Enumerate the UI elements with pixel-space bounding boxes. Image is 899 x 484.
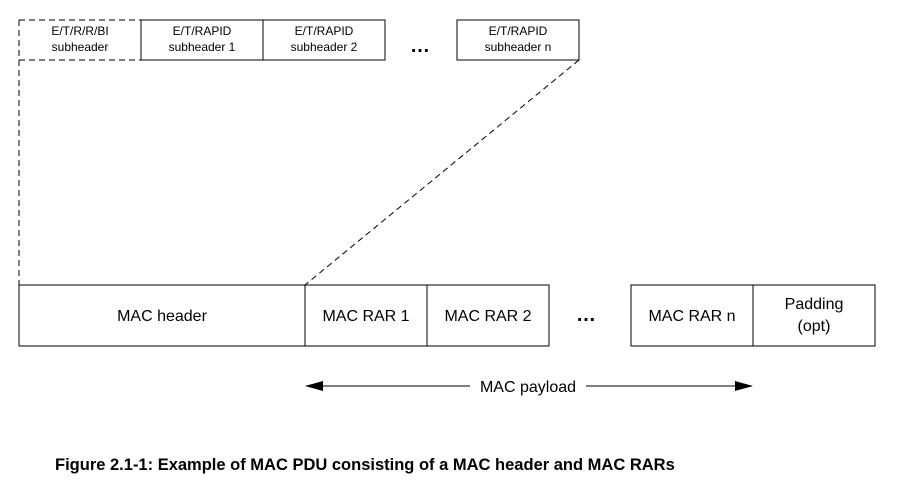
rapid-subheader-1-line2: subheader 1 <box>169 40 236 54</box>
mac-rar-n-box: MAC RAR n <box>630 284 754 347</box>
mac-rar-n-label: MAC RAR n <box>648 308 735 325</box>
padding-box: Padding (opt) <box>752 284 876 347</box>
bi-subheader-box: E/T/R/R/BI subheader <box>18 19 141 61</box>
mac-pdu-row: MAC header MAC RAR 1 MAC RAR 2 … MAC RAR… <box>18 284 876 347</box>
mac-rar-2-box: MAC RAR 2 <box>426 284 550 347</box>
mac-payload-arrow: MAC payload <box>305 379 753 396</box>
mac-header-label: MAC header <box>117 308 207 325</box>
pdu-ellipsis: … <box>576 304 596 326</box>
expansion-line-right <box>304 59 580 286</box>
rapid-subheader-2-line1: E/T/RAPID <box>295 24 354 38</box>
rapid-subheader-1-box: E/T/RAPID subheader 1 <box>140 19 264 61</box>
mac-rar-2-label: MAC RAR 2 <box>444 308 531 325</box>
rapid-subheader-n-box: E/T/RAPID subheader n <box>456 19 580 61</box>
rapid-subheader-2-box: E/T/RAPID subheader 2 <box>262 19 386 61</box>
subheader-ellipsis: … <box>410 35 430 57</box>
subheader-row: E/T/R/R/BI subheader E/T/RAPID subheader… <box>18 19 580 61</box>
rapid-subheader-n-line2: subheader n <box>485 40 552 54</box>
bi-subheader-label-line1: E/T/R/R/BI <box>51 24 108 38</box>
payload-label: MAC payload <box>480 379 576 396</box>
rapid-subheader-n-line1: E/T/RAPID <box>489 24 548 38</box>
figure-caption: Figure 2.1-1: Example of MAC PDU consist… <box>55 456 675 474</box>
bi-subheader-label-line2: subheader <box>52 40 109 54</box>
rapid-subheader-2-line2: subheader 2 <box>291 40 358 54</box>
padding-label-line1: Padding <box>785 296 844 313</box>
rapid-subheader-1-line1: E/T/RAPID <box>173 24 232 38</box>
padding-label-line2: (opt) <box>798 318 831 335</box>
mac-header-box: MAC header <box>18 284 306 347</box>
mac-rar-1-label: MAC RAR 1 <box>322 308 409 325</box>
mac-rar-1-box: MAC RAR 1 <box>304 284 428 347</box>
